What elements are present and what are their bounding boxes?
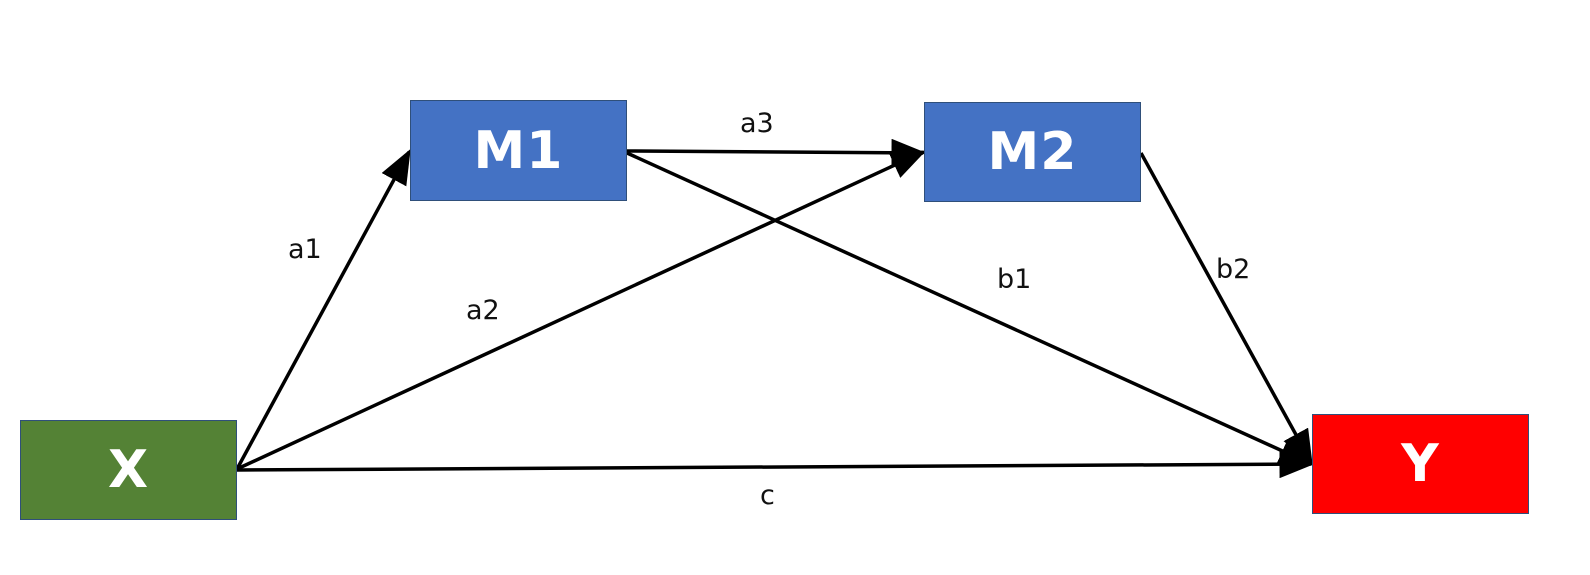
edge-label-b2: b2 xyxy=(1216,254,1251,285)
edge-b2-arrow xyxy=(1139,152,1313,466)
edge-c-arrow xyxy=(236,450,1315,479)
edge-a1-arrow xyxy=(235,148,411,470)
node-y[interactable]: Y xyxy=(1312,414,1529,514)
edge-label-c: c xyxy=(760,480,775,511)
edge-a3-arrow xyxy=(626,138,927,167)
node-m2[interactable]: M2 xyxy=(924,102,1141,202)
edge-label-a1: a1 xyxy=(288,234,322,265)
edge-b1-arrow xyxy=(626,151,1315,466)
edge-label-b1: b1 xyxy=(997,264,1032,295)
edge-a2-arrow xyxy=(236,150,927,471)
node-x[interactable]: X xyxy=(20,420,237,520)
node-m1[interactable]: M1 xyxy=(410,100,627,201)
edge-label-a3: a3 xyxy=(740,108,774,139)
edge-label-a2: a2 xyxy=(466,295,500,326)
